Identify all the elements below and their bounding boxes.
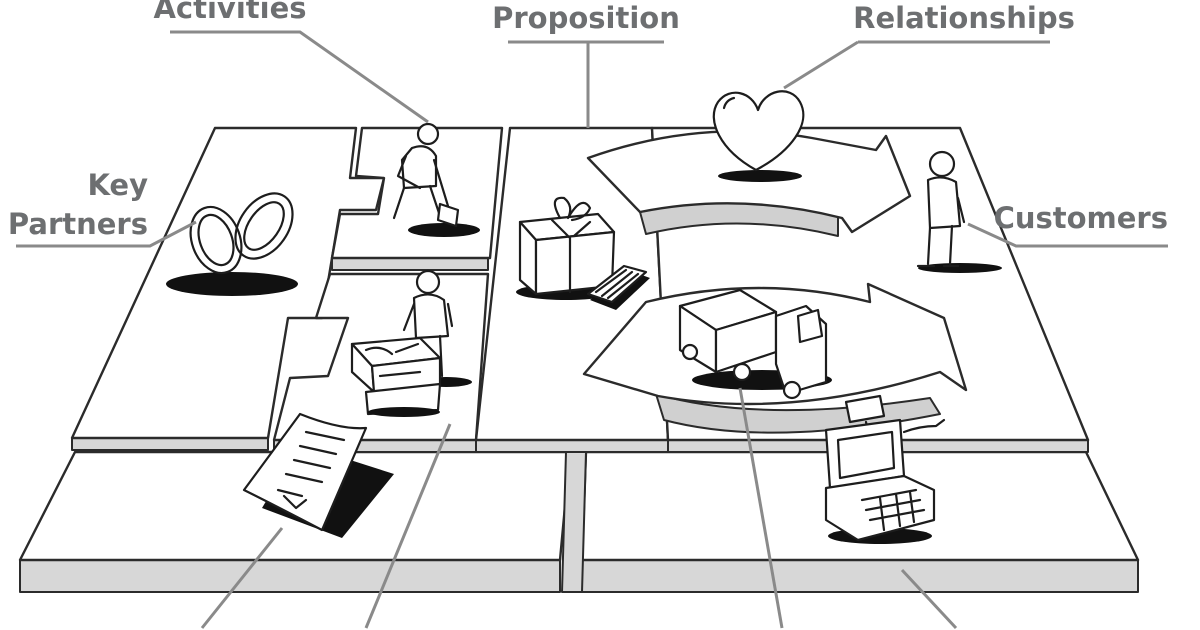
- key-partners-label-line1: Key: [87, 168, 148, 202]
- standing-person-icon: [916, 150, 1002, 273]
- activities-label: Activities: [153, 0, 306, 25]
- interlocked-rings-icon: [166, 192, 298, 296]
- leader-lines: [16, 30, 1168, 630]
- relationships-leader: [783, 40, 1050, 90]
- cash-register-icon: [824, 394, 946, 544]
- channels-leader: [738, 387, 784, 629]
- delivery-truck-icon: [678, 288, 832, 400]
- activities-leader: [170, 30, 429, 124]
- customers-label: Customers: [994, 201, 1168, 235]
- document-icon: [242, 412, 394, 538]
- digging-person-icon: [392, 122, 480, 237]
- key-partners-label-line2: Partners: [8, 207, 148, 241]
- key-resources-leader: [364, 423, 452, 629]
- center-divider-gap: [561, 451, 587, 593]
- revenue-streams-leader: [900, 568, 958, 630]
- proposition-label: Proposition: [492, 1, 680, 35]
- worker-with-machine-icon: [350, 269, 472, 417]
- customers-leader: [967, 222, 1168, 248]
- laptop-icon: [586, 264, 650, 310]
- key-partners-leader: [16, 220, 197, 248]
- cost-structure-leader: [200, 527, 284, 629]
- heart-icon: [712, 90, 805, 182]
- relationships-label: Relationships: [853, 1, 1075, 35]
- proposition-leader: [508, 40, 664, 128]
- gift-box-icon: [516, 196, 616, 300]
